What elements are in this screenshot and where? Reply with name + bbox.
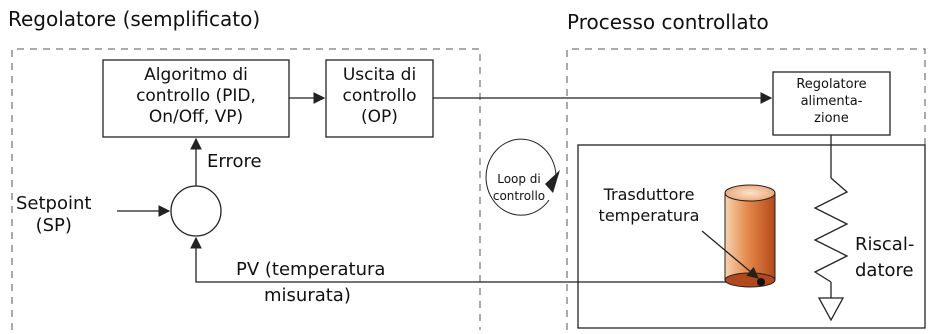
power-regulator-block [772, 71, 891, 136]
output-block [325, 59, 434, 138]
process-box [577, 144, 926, 329]
controller-boundary [11, 48, 481, 330]
ground-symbol [817, 297, 845, 322]
algorithm-block [102, 59, 290, 138]
process-boundary [566, 48, 926, 330]
transducer-label: Trasduttore temperatura [598, 185, 700, 225]
algorithm-label: Algoritmo di controllo (PID, On/Off, VP) [136, 65, 256, 127]
loop-label: Loop di controllo [492, 172, 546, 203]
heater-label: Riscal- datore [855, 234, 915, 281]
transducer-cylinder [724, 184, 776, 288]
pv-label-line2: misurata) [264, 285, 351, 306]
transducer-pointer [701, 230, 759, 279]
output-label: Uscita di controllo (OP) [342, 65, 417, 127]
process-title: Processo controllato [567, 10, 769, 34]
pv-feedback-line [190, 236, 761, 283]
loop-indicator [485, 138, 557, 216]
summing-junction [170, 185, 222, 237]
heater-resistor [813, 177, 849, 283]
pv-label-line1: PV (temperatura [236, 259, 386, 280]
setpoint-label: Setpoint (SP) [16, 193, 92, 236]
power-regulator-label: Regolatore alimenta- zione [796, 77, 867, 126]
controller-title: Regolatore (semplificato) [8, 7, 261, 31]
error-label: Errore [207, 151, 262, 172]
